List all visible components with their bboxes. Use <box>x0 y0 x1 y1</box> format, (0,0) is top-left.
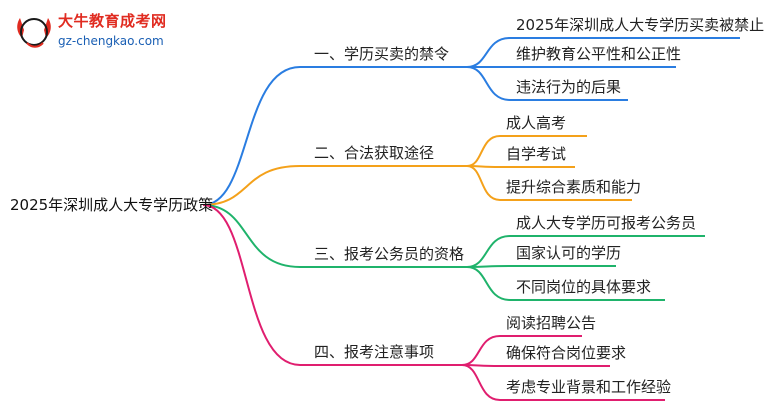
leaf-connector <box>461 364 501 401</box>
leaf-connector <box>466 235 511 268</box>
branch-connector <box>202 204 301 366</box>
mindmap-edges <box>202 37 740 401</box>
leaf-connector <box>466 66 511 101</box>
branch-node-label[interactable]: 二、合法获取途径 <box>314 144 435 162</box>
branch-connector <box>202 165 301 206</box>
leaf-node-label[interactable]: 不同岗位的具体要求 <box>516 278 652 296</box>
leaf-connector <box>466 135 501 167</box>
leaf-node-label[interactable]: 成人高考 <box>506 114 567 132</box>
root-node-label[interactable]: 2025年深圳成人大专学历政策 <box>10 196 214 214</box>
leaf-node-label[interactable]: 阅读招聘公告 <box>506 314 597 332</box>
branch-node-label[interactable]: 一、学历买卖的禁令 <box>314 45 450 63</box>
brand-name: 大牛教育成考网 <box>58 12 167 30</box>
leaf-connector <box>466 265 511 268</box>
leaf-connector <box>466 37 511 68</box>
branch-node-label[interactable]: 三、报考公务员的资格 <box>314 245 465 263</box>
brand-url[interactable]: gz-chengkao.com <box>58 34 164 48</box>
leaf-node-label[interactable]: 自学考试 <box>506 145 567 163</box>
leaf-node-label[interactable]: 违法行为的后果 <box>516 78 622 96</box>
leaf-connector <box>466 266 511 301</box>
leaf-node-label[interactable]: 国家认可的学历 <box>516 244 622 262</box>
site-logo[interactable]: 大牛教育成考网 gz-chengkao.com <box>6 6 176 56</box>
leaf-node-label[interactable]: 成人大专学历可报考公务员 <box>516 214 697 232</box>
leaf-connector <box>461 335 501 366</box>
bull-emblem-icon <box>17 18 51 48</box>
branch-node-label[interactable]: 四、报考注意事项 <box>314 343 435 361</box>
branch-connector <box>202 204 301 268</box>
leaf-node-label[interactable]: 提升综合素质和能力 <box>506 178 642 196</box>
leaf-node-label[interactable]: 2025年深圳成人大专学历买卖被禁止 <box>516 16 764 34</box>
leaf-connector <box>466 165 501 201</box>
leaf-node-label[interactable]: 维护教育公平性和公正性 <box>516 45 682 63</box>
leaf-node-label[interactable]: 考虑专业背景和工作经验 <box>506 378 672 396</box>
branch-connector <box>202 66 301 206</box>
leaf-node-label[interactable]: 确保符合岗位要求 <box>506 344 627 362</box>
